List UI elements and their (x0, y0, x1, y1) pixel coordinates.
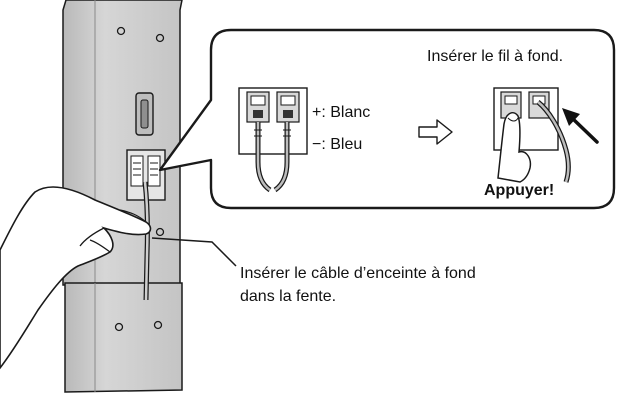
hand-icon (0, 186, 152, 370)
arrow-right-outline-icon (418, 119, 453, 145)
terminal-press-icon (493, 87, 571, 183)
press-label: Appuyer! (484, 182, 555, 199)
speaker-cable (142, 181, 150, 301)
main-note-line1: Insérer le câble d’enceinte à fond (240, 265, 476, 282)
instruction-text: Insérer le fil à fond. (427, 48, 564, 65)
plus-white-label: +: Blanc (312, 104, 371, 121)
arrow-up-right-icon (562, 108, 599, 144)
terminal-closeup-icon (238, 87, 308, 193)
leader-line (151, 237, 237, 267)
main-note-line2: dans la fente. (240, 288, 337, 305)
minus-blue-label: −: Bleu (312, 136, 363, 153)
